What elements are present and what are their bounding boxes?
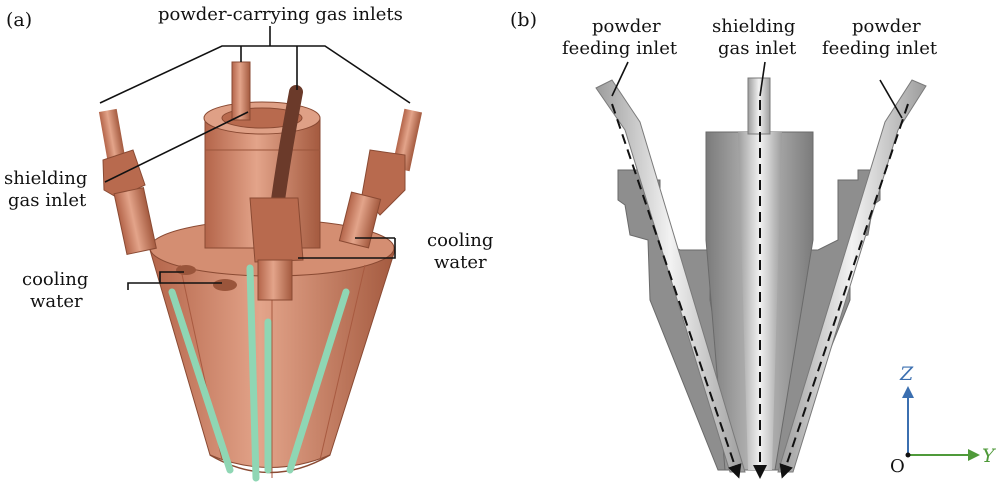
cooling-port-left — [176, 265, 196, 275]
label-shielding-b-line1: shielding — [712, 16, 795, 37]
panel-b: (b) powde — [510, 9, 997, 479]
label-powder-left-line2: feeding inlet — [562, 38, 678, 59]
label-cooling-right-line1: cooling — [427, 230, 493, 251]
inlet-pipe-top — [231, 61, 251, 121]
label-powder-right-line2: feeding inlet — [822, 38, 938, 59]
label-powder-left-line1: powder — [592, 16, 661, 37]
label-powder-right-line1: powder — [852, 16, 921, 37]
label-cooling-left-line2: water — [30, 291, 83, 312]
label-powder-carrying-gas-inlets: powder-carrying gas inlets — [158, 4, 403, 25]
inlet-pipe-center — [249, 85, 304, 301]
inlet-pipe-left — [98, 108, 157, 256]
coordinate-axes: Z Y O — [890, 363, 997, 477]
label-cooling-left-line1: cooling — [22, 269, 88, 290]
flow-path-left — [611, 103, 742, 479]
cooling-tube-1 — [168, 288, 234, 474]
z-axis-label: Z — [899, 363, 914, 385]
label-shielding-b-line2: gas inlet — [718, 38, 797, 59]
label-shielding-a-line1: shielding — [4, 168, 87, 189]
label-shielding-a-line2: gas inlet — [8, 190, 87, 211]
cooling-port-center — [213, 279, 237, 291]
flow-path-right — [779, 103, 909, 479]
panel-b-tag: (b) — [510, 9, 537, 31]
label-cooling-right-line2: water — [434, 252, 487, 273]
cooling-tube-2 — [246, 264, 260, 482]
y-axis-label: Y — [982, 445, 997, 467]
inlet-pipe-right — [338, 108, 423, 249]
cooling-tubes — [168, 264, 350, 482]
leaders-panel-a — [99, 26, 411, 290]
panel-a-tag: (a) — [6, 9, 32, 31]
panel-a: (a) — [4, 4, 493, 482]
cooling-tube-4 — [286, 288, 350, 474]
flow-paths — [611, 100, 909, 479]
leaders-panel-b — [611, 61, 903, 119]
origin-dot — [905, 452, 911, 458]
origin-label: O — [890, 456, 905, 477]
